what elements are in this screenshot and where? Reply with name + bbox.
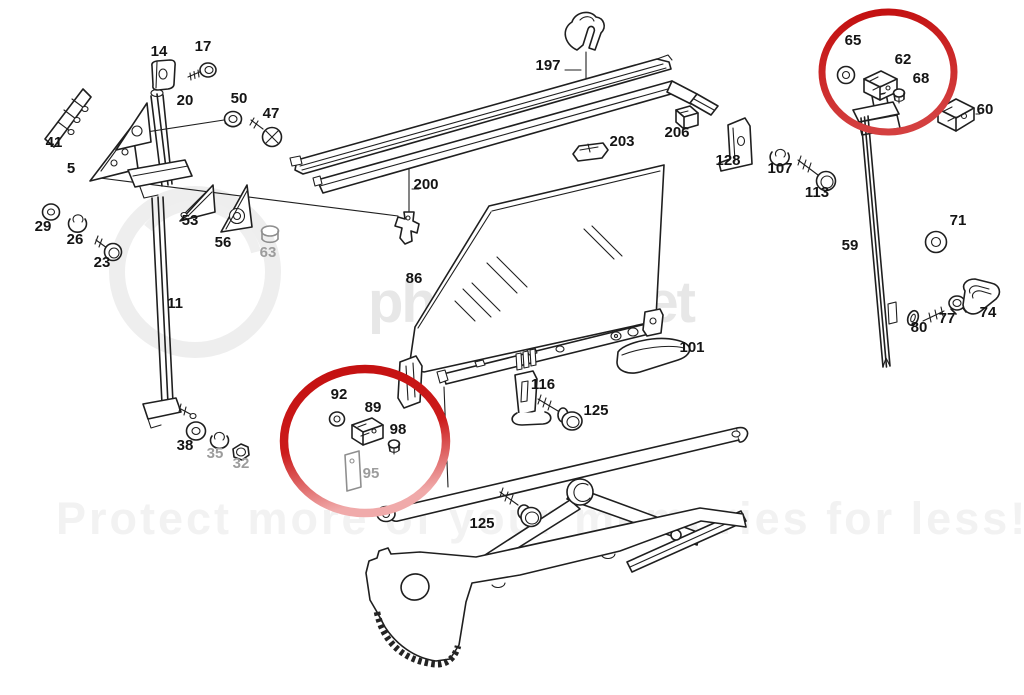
part-197-hanger-hook — [564, 11, 605, 51]
window-regulator — [365, 426, 749, 668]
part-101-wedge — [616, 337, 691, 374]
part-label-86-21: 86 — [406, 270, 423, 287]
part-label-11-13: 11 — [167, 295, 183, 312]
part-label-206-20: 206 — [664, 124, 689, 141]
part-label-116-23: 116 — [531, 376, 555, 393]
part-label-68-35: 68 — [913, 70, 930, 87]
part-200-t-hook — [394, 211, 420, 245]
part-65-washer — [836, 65, 856, 85]
part-label-95-29: 95 — [363, 465, 380, 482]
part-label-50-3: 50 — [231, 90, 248, 107]
part-20-guide-assembly — [115, 88, 193, 199]
part-113-bolt — [797, 155, 837, 192]
part-label-32-16: 32 — [233, 455, 250, 472]
part-label-17-1: 17 — [195, 38, 212, 55]
highlight-circle-middle — [279, 364, 451, 518]
part-label-26-8: 26 — [67, 231, 84, 248]
part-label-107-31: 107 — [767, 160, 792, 177]
part-56-triangle-grommet — [220, 184, 253, 233]
part-89-clip — [351, 417, 384, 446]
part-125-bolt-lower — [499, 487, 542, 528]
leader-to-50 — [139, 119, 225, 134]
part-53-plate — [179, 184, 216, 222]
part-label-63-12: 63 — [260, 244, 277, 261]
part-label-41-5: 41 — [46, 134, 63, 151]
part-62-clip — [863, 70, 898, 101]
part-label-101-22: 101 — [679, 339, 704, 356]
part-label-125-25: 125 — [469, 515, 494, 532]
part-197-rail — [289, 54, 673, 175]
part-label-5-6: 5 — [67, 160, 75, 177]
part-label-128-30: 128 — [715, 152, 740, 169]
sector-gear-teeth — [373, 611, 462, 668]
part-32-nut — [232, 443, 250, 461]
part-label-23-9: 23 — [94, 254, 111, 271]
part-63-plug — [260, 225, 280, 244]
part-label-53-10: 53 — [182, 212, 199, 229]
part-92-washer — [328, 411, 346, 427]
part-200-rail — [312, 80, 719, 194]
highlight-layer — [279, 8, 958, 518]
glass-reflection-hatches — [454, 225, 623, 322]
part-label-71-38: 71 — [950, 212, 967, 229]
part-203-clip — [572, 142, 609, 162]
part-74-buffer — [962, 278, 1001, 315]
part-label-197-17: 197 — [535, 57, 560, 74]
part-label-65-33: 65 — [845, 32, 862, 49]
part-38-washer — [185, 421, 207, 441]
part-label-125-24: 125 — [583, 402, 608, 419]
part-80-washer — [906, 309, 920, 327]
part-label-59-37: 59 — [842, 237, 859, 254]
window-glass-86 — [408, 164, 665, 373]
part-label-38-14: 38 — [177, 437, 194, 454]
glass-lifting-channel — [397, 308, 664, 409]
part-label-98-28: 98 — [390, 421, 407, 438]
part-206-clip — [675, 105, 699, 130]
part-label-56-11: 56 — [215, 234, 232, 251]
part-11-channel — [142, 196, 197, 429]
part-label-74-41: 74 — [980, 304, 997, 321]
part-14-block — [151, 59, 176, 91]
photobucket-logo-ring — [109, 186, 281, 358]
parts-layer — [41, 11, 1001, 668]
part-128-bracket — [718, 117, 753, 172]
part-label-80-40: 80 — [911, 319, 928, 336]
highlight-circle-top-right — [818, 8, 958, 136]
part-107-lock-washer — [769, 148, 790, 167]
part-98-nut — [387, 439, 401, 455]
part-label-47-4: 47 — [263, 105, 280, 122]
part-label-62-34: 62 — [895, 51, 912, 68]
part-77-bolt — [922, 295, 967, 323]
part-47-screw — [249, 117, 283, 148]
part-95-plate — [344, 450, 362, 492]
part-23-bolt — [94, 235, 123, 262]
part-label-200-18: 200 — [413, 176, 438, 193]
part-125-bolt-upper — [537, 394, 583, 431]
part-label-203-19: 203 — [609, 133, 634, 150]
part-label-14-0: 14 — [151, 43, 168, 60]
part-41-pin-plate — [44, 88, 92, 148]
part-50-grommet — [223, 110, 243, 128]
part-label-35-15: 35 — [207, 445, 224, 462]
labels-layer: 14 17 20 50 47 415 29 26 23 53 56 63 11 38 35 32 197 200 2… — [35, 32, 997, 532]
part-60-clip — [937, 98, 975, 132]
part-label-89-27: 89 — [365, 399, 382, 416]
part-29-washer — [41, 203, 61, 221]
part-17-bolt — [187, 62, 217, 81]
part-68-nut — [892, 88, 906, 104]
part-label-60-36: 60 — [977, 101, 994, 118]
part-label-113-32: 113 — [805, 184, 829, 201]
part-label-20-2: 20 — [177, 92, 194, 109]
part-26-lock-washer — [67, 214, 88, 233]
part-116-bracket — [511, 370, 552, 426]
part-71-roller — [924, 230, 948, 254]
part-35-lock-washer — [209, 431, 230, 450]
part-label-77-39: 77 — [939, 310, 956, 327]
part-label-92-26: 92 — [331, 386, 348, 403]
part-label-29-7: 29 — [35, 218, 52, 235]
